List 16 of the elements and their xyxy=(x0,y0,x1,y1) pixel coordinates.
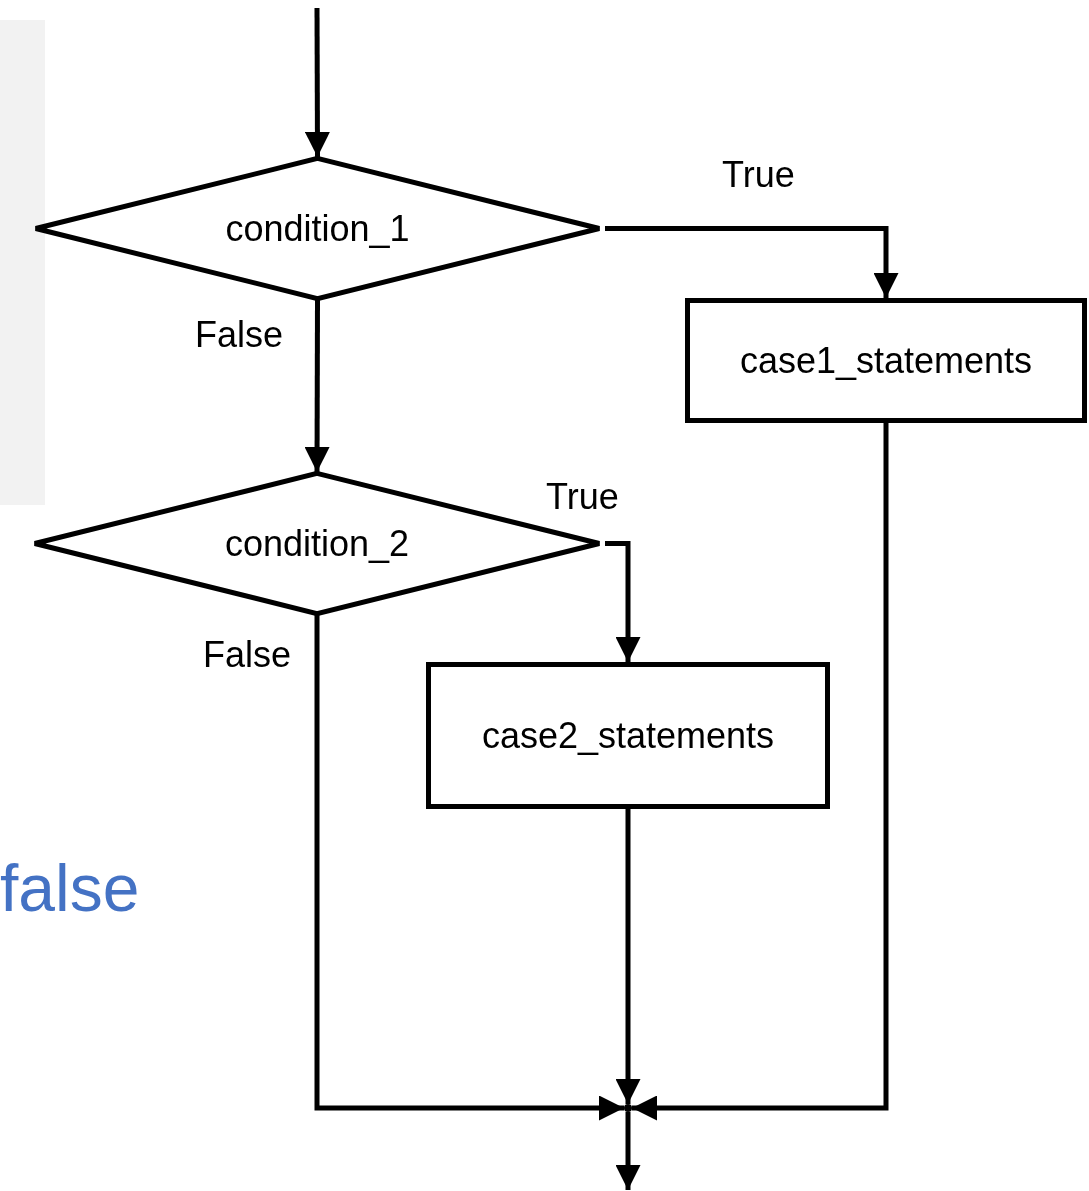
junction-point xyxy=(624,1104,632,1112)
node-label: case1_statements xyxy=(739,339,1033,382)
arrow xyxy=(304,8,330,157)
process-box xyxy=(426,662,830,809)
arrow xyxy=(615,1112,641,1190)
node-label: case2_statements xyxy=(481,714,775,757)
node-label: condition_1 xyxy=(225,207,410,250)
arrow xyxy=(605,541,641,662)
arrow xyxy=(304,300,330,472)
arrow xyxy=(605,226,899,298)
arrow xyxy=(632,423,889,1121)
node-label: condition_2 xyxy=(224,522,410,565)
heading-text: false xyxy=(0,852,140,925)
process-box xyxy=(685,298,1087,423)
arrow xyxy=(615,809,641,1104)
arrow xyxy=(314,615,624,1121)
